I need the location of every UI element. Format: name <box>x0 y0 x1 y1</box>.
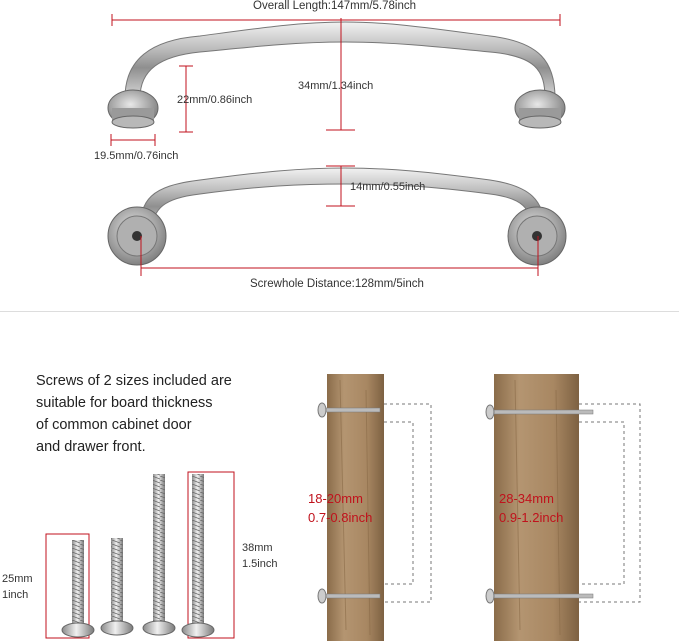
screws-illustration <box>45 471 235 639</box>
height-label: 34mm/1.34inch <box>298 80 374 92</box>
board-thin-range: 18-20mm 0.7-0.8inch <box>308 489 372 527</box>
handle-top-view <box>107 167 567 266</box>
desc-line-3: of common cabinet door <box>36 417 192 433</box>
bar-width-label: 14mm/0.55inch <box>350 181 426 193</box>
short-screw-inch: 1inch <box>2 589 29 601</box>
overall-length-label: Overall Length:147mm/5.78inch <box>253 0 417 12</box>
handle-diagram <box>107 14 567 276</box>
board-thin-inch: 0.7-0.8inch <box>308 510 373 525</box>
long-screw-inch: 1.5inch <box>242 558 278 570</box>
screwhole-distance-label: Screwhole Distance:128mm/5inch <box>250 278 424 290</box>
section-divider <box>0 311 679 312</box>
desc-line-1: Screws of 2 sizes included are <box>36 373 232 389</box>
long-screw-mm: 38mm <box>242 542 273 554</box>
short-screw-mm: 25mm <box>2 573 33 585</box>
short-screw-2 <box>100 538 134 636</box>
handle-side-view <box>107 21 566 129</box>
screws-description: Screws of 2 sizes included are suitable … <box>36 370 232 458</box>
board-thick-mm: 28-34mm <box>499 491 554 506</box>
board-thick-inch: 0.9-1.2inch <box>499 510 564 525</box>
desc-line-2: suitable for board thickness <box>36 395 213 411</box>
boards-illustration <box>317 374 641 641</box>
board-thin-mm: 18-20mm <box>308 491 363 506</box>
base-diameter-label: 19.5mm/0.76inch <box>94 150 179 162</box>
desc-line-4: and drawer front. <box>36 439 146 455</box>
long-screw-1 <box>142 474 176 636</box>
short-screw-1 <box>61 540 95 638</box>
long-screw-2 <box>181 474 215 638</box>
base-height-label: 22mm/0.86inch <box>177 94 253 106</box>
board-thick-range: 28-34mm 0.9-1.2inch <box>499 489 563 527</box>
